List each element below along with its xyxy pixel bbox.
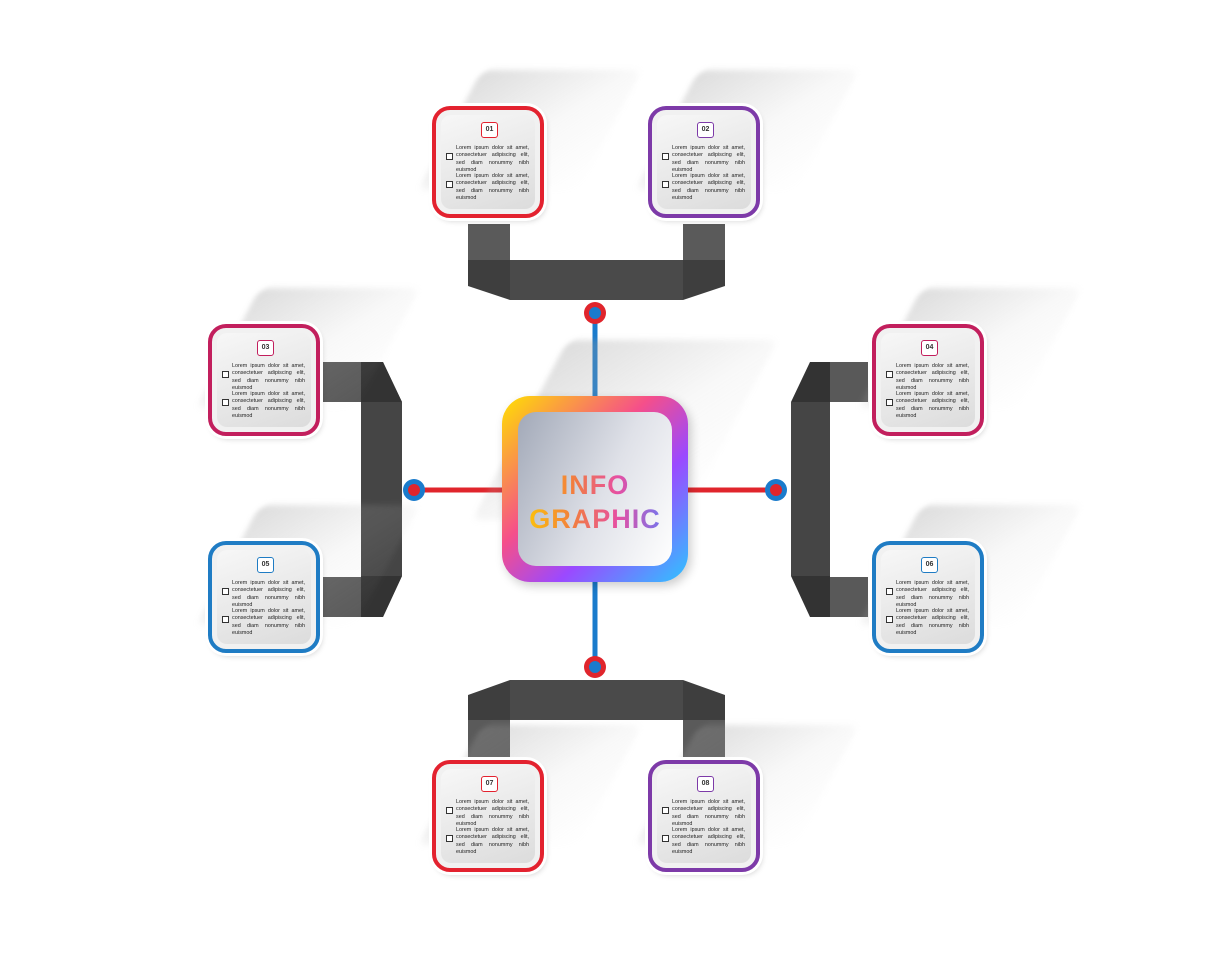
- card-panel: 08 Lorem ipsum dolor sit amet, consectet…: [657, 769, 751, 863]
- bullet-row: Lorem ipsum dolor sit amet, consectetuer…: [886, 363, 969, 391]
- card-03: 03 Lorem ipsum dolor sit amet, consectet…: [208, 324, 320, 436]
- bullet-text: Lorem ipsum dolor sit amet, consectetuer…: [896, 580, 969, 609]
- bullet-row: Lorem ipsum dolor sit amet, consectetuer…: [222, 391, 305, 419]
- bullet-text: Lorem ipsum dolor sit amet, consectetuer…: [896, 391, 969, 420]
- checkbox-icon: [446, 181, 453, 188]
- bullet-row: Lorem ipsum dolor sit amet, consectetuer…: [662, 173, 745, 201]
- card-panel: 02 Lorem ipsum dolor sit amet, consectet…: [657, 115, 751, 209]
- card-04: 04 Lorem ipsum dolor sit amet, consectet…: [872, 324, 984, 436]
- bullet-row: Lorem ipsum dolor sit amet, consectetuer…: [446, 799, 529, 827]
- bullet-text: Lorem ipsum dolor sit amet, consectetuer…: [232, 608, 305, 637]
- top-bridge: [468, 224, 725, 300]
- bullet-text: Lorem ipsum dolor sit amet, consectetuer…: [456, 827, 529, 856]
- card-02: 02 Lorem ipsum dolor sit amet, consectet…: [648, 106, 760, 218]
- bullet-text: Lorem ipsum dolor sit amet, consectetuer…: [672, 145, 745, 174]
- checkbox-icon: [886, 371, 893, 378]
- checkbox-icon: [222, 616, 229, 623]
- card-panel: 03 Lorem ipsum dolor sit amet, consectet…: [217, 333, 311, 427]
- step-number-badge: 03: [257, 340, 274, 356]
- step-number-badge: 06: [921, 557, 938, 573]
- bullet-row: Lorem ipsum dolor sit amet, consectetuer…: [222, 608, 305, 636]
- checkbox-icon: [662, 835, 669, 842]
- bullet-row: Lorem ipsum dolor sit amet, consectetuer…: [662, 827, 745, 855]
- bullet-row: Lorem ipsum dolor sit amet, consectetuer…: [886, 608, 969, 636]
- center-title-line2: GRAPHIC: [518, 504, 672, 535]
- bullet-text: Lorem ipsum dolor sit amet, consectetuer…: [232, 363, 305, 392]
- step-number-badge: 01: [481, 122, 498, 138]
- bullet-text: Lorem ipsum dolor sit amet, consectetuer…: [456, 145, 529, 174]
- step-number-badge: 04: [921, 340, 938, 356]
- left-bridge: [323, 362, 402, 617]
- bullet-row: Lorem ipsum dolor sit amet, consectetuer…: [222, 363, 305, 391]
- bullet-text: Lorem ipsum dolor sit amet, consectetuer…: [456, 173, 529, 202]
- bullet-row: Lorem ipsum dolor sit amet, consectetuer…: [446, 173, 529, 201]
- checkbox-icon: [446, 807, 453, 814]
- step-number-badge: 05: [257, 557, 274, 573]
- node-left: [403, 479, 425, 501]
- bullet-text: Lorem ipsum dolor sit amet, consectetuer…: [672, 827, 745, 856]
- bullet-text: Lorem ipsum dolor sit amet, consectetuer…: [456, 799, 529, 828]
- card-panel: 07 Lorem ipsum dolor sit amet, consectet…: [441, 769, 535, 863]
- checkbox-icon: [222, 588, 229, 595]
- bullet-row: Lorem ipsum dolor sit amet, consectetuer…: [446, 827, 529, 855]
- checkbox-icon: [662, 807, 669, 814]
- checkbox-icon: [662, 153, 669, 160]
- node-right: [765, 479, 787, 501]
- bullet-row: Lorem ipsum dolor sit amet, consectetuer…: [886, 391, 969, 419]
- bullet-text: Lorem ipsum dolor sit amet, consectetuer…: [672, 799, 745, 828]
- bottom-bridge: [468, 680, 725, 757]
- card-05: 05 Lorem ipsum dolor sit amet, consectet…: [208, 541, 320, 653]
- checkbox-icon: [662, 181, 669, 188]
- checkbox-icon: [222, 371, 229, 378]
- card-08: 08 Lorem ipsum dolor sit amet, consectet…: [648, 760, 760, 872]
- bullet-row: Lorem ipsum dolor sit amet, consectetuer…: [662, 145, 745, 173]
- right-bridge: [791, 362, 868, 617]
- card-01: 01 Lorem ipsum dolor sit amet, consectet…: [432, 106, 544, 218]
- step-number-badge: 07: [481, 776, 498, 792]
- bullet-row: Lorem ipsum dolor sit amet, consectetuer…: [446, 145, 529, 173]
- card-06: 06 Lorem ipsum dolor sit amet, consectet…: [872, 541, 984, 653]
- step-number-badge: 02: [697, 122, 714, 138]
- checkbox-icon: [886, 616, 893, 623]
- center-panel: INFO GRAPHIC: [518, 412, 672, 566]
- center-title-line1: INFO: [518, 470, 672, 501]
- center-hub: INFO GRAPHIC: [502, 396, 688, 582]
- checkbox-icon: [446, 835, 453, 842]
- card-panel: 05 Lorem ipsum dolor sit amet, consectet…: [217, 550, 311, 644]
- bullet-row: Lorem ipsum dolor sit amet, consectetuer…: [662, 799, 745, 827]
- checkbox-icon: [886, 588, 893, 595]
- node-top: [584, 302, 606, 324]
- checkbox-icon: [886, 399, 893, 406]
- bullet-text: Lorem ipsum dolor sit amet, consectetuer…: [232, 580, 305, 609]
- step-number-badge: 08: [697, 776, 714, 792]
- card-panel: 06 Lorem ipsum dolor sit amet, consectet…: [881, 550, 975, 644]
- checkbox-icon: [446, 153, 453, 160]
- bullet-row: Lorem ipsum dolor sit amet, consectetuer…: [886, 580, 969, 608]
- card-07: 07 Lorem ipsum dolor sit amet, consectet…: [432, 760, 544, 872]
- bullet-text: Lorem ipsum dolor sit amet, consectetuer…: [896, 608, 969, 637]
- checkbox-icon: [222, 399, 229, 406]
- bullet-row: Lorem ipsum dolor sit amet, consectetuer…: [222, 580, 305, 608]
- node-bottom: [584, 656, 606, 678]
- bullet-text: Lorem ipsum dolor sit amet, consectetuer…: [672, 173, 745, 202]
- bullet-text: Lorem ipsum dolor sit amet, consectetuer…: [896, 363, 969, 392]
- card-panel: 04 Lorem ipsum dolor sit amet, consectet…: [881, 333, 975, 427]
- card-panel: 01 Lorem ipsum dolor sit amet, consectet…: [441, 115, 535, 209]
- bullet-text: Lorem ipsum dolor sit amet, consectetuer…: [232, 391, 305, 420]
